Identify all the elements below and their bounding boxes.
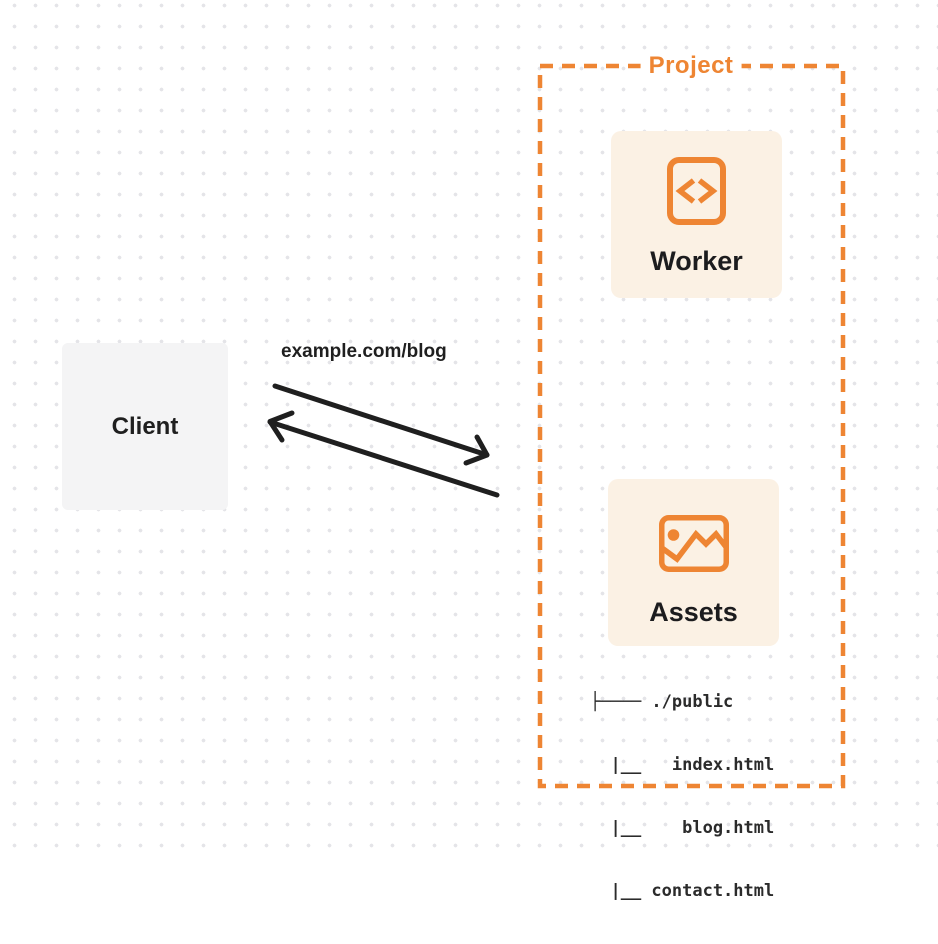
assets-file-tree: ├──── ./public |__ index.html |__ blog.h…: [590, 650, 774, 944]
request-arrow: [272, 383, 490, 458]
client-label: Client: [111, 412, 179, 440]
worker-node: Worker: [611, 131, 782, 298]
file-tree-item: |__ contact.html: [590, 881, 775, 901]
request-arrowhead-icon: [463, 434, 490, 466]
project-boundary-label: Project: [640, 50, 742, 82]
diagram-canvas: Project Client example.com/blog Worker A…: [0, 0, 938, 901]
image-icon: [658, 515, 729, 572]
file-tree-item: |__ blog.html: [590, 818, 775, 838]
request-url-label: example.com/blog: [281, 341, 447, 362]
worker-label: Worker: [650, 246, 743, 276]
response-arrowhead-icon: [267, 410, 295, 443]
response-arrow: [267, 419, 500, 498]
file-tree-root: ├──── ./public: [590, 692, 734, 712]
code-file-icon: [667, 157, 726, 225]
assets-node: Assets: [608, 479, 779, 646]
client-node: Client: [62, 343, 228, 510]
assets-label: Assets: [649, 597, 738, 627]
file-tree-item: |__ index.html: [590, 755, 775, 775]
